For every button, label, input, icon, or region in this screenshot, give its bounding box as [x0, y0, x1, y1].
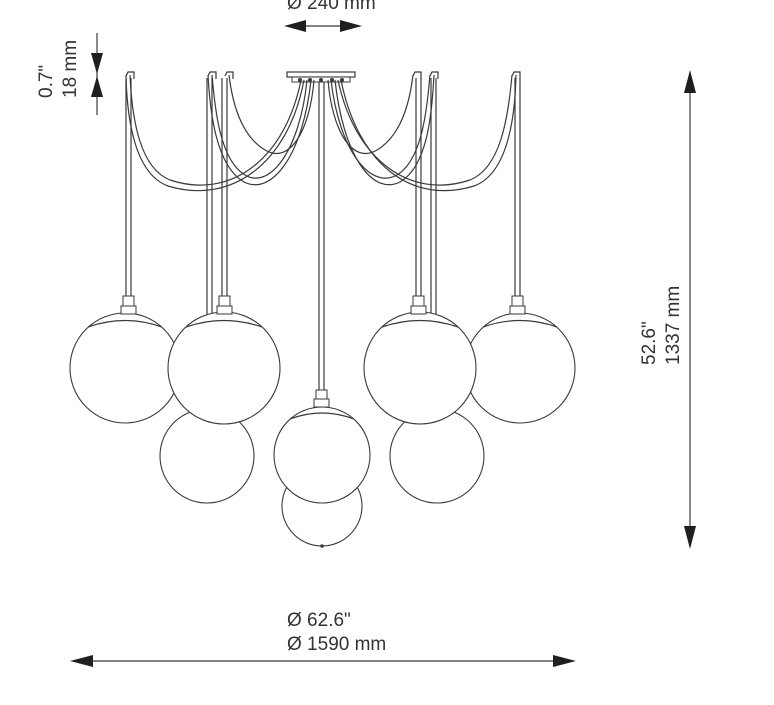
- globes-front: [69, 295, 576, 504]
- arrowhead-down-icon: [684, 526, 696, 549]
- total-diameter-mm-label: Ø 1590 mm: [287, 634, 386, 655]
- globe: [273, 406, 371, 504]
- canopy-diameter-label: Ø 240 mm: [287, 0, 376, 14]
- arrowhead-up-icon: [91, 76, 103, 97]
- canopy-diameter-dimension: Ø 240 mm: [284, 0, 376, 32]
- ceiling-canopy: [286, 71, 356, 83]
- globe: [167, 311, 281, 425]
- globe: [389, 408, 485, 504]
- drop-wires: [125, 78, 521, 390]
- ceiling-hooks: [125, 71, 521, 79]
- total-height-mm-label: 1337 mm: [663, 286, 684, 365]
- arrowhead-down-icon: [91, 53, 103, 74]
- canopy-height-in-label: 0.7": [36, 65, 57, 98]
- arrowhead-up-icon: [684, 70, 696, 93]
- arrowhead-right-icon: [553, 655, 576, 667]
- total-diameter-in-label: Ø 62.6": [287, 610, 351, 631]
- total-diameter-dimension: Ø 62.6" Ø 1590 mm: [70, 610, 576, 667]
- globe: [69, 312, 181, 424]
- arrowhead-right-icon: [340, 20, 362, 32]
- arrowhead-left-icon: [284, 20, 306, 32]
- globe: [464, 312, 576, 424]
- suspension-cables: [125, 74, 517, 192]
- arrowhead-left-icon: [70, 655, 93, 667]
- globe: [363, 311, 477, 425]
- globe: [159, 408, 255, 504]
- canopy-height-dimension: 0.7" 18 mm: [36, 33, 103, 115]
- canopy-height-mm-label: 18 mm: [60, 40, 81, 98]
- total-height-in-label: 52.6": [639, 321, 660, 365]
- total-height-dimension: 52.6" 1337 mm: [639, 70, 696, 549]
